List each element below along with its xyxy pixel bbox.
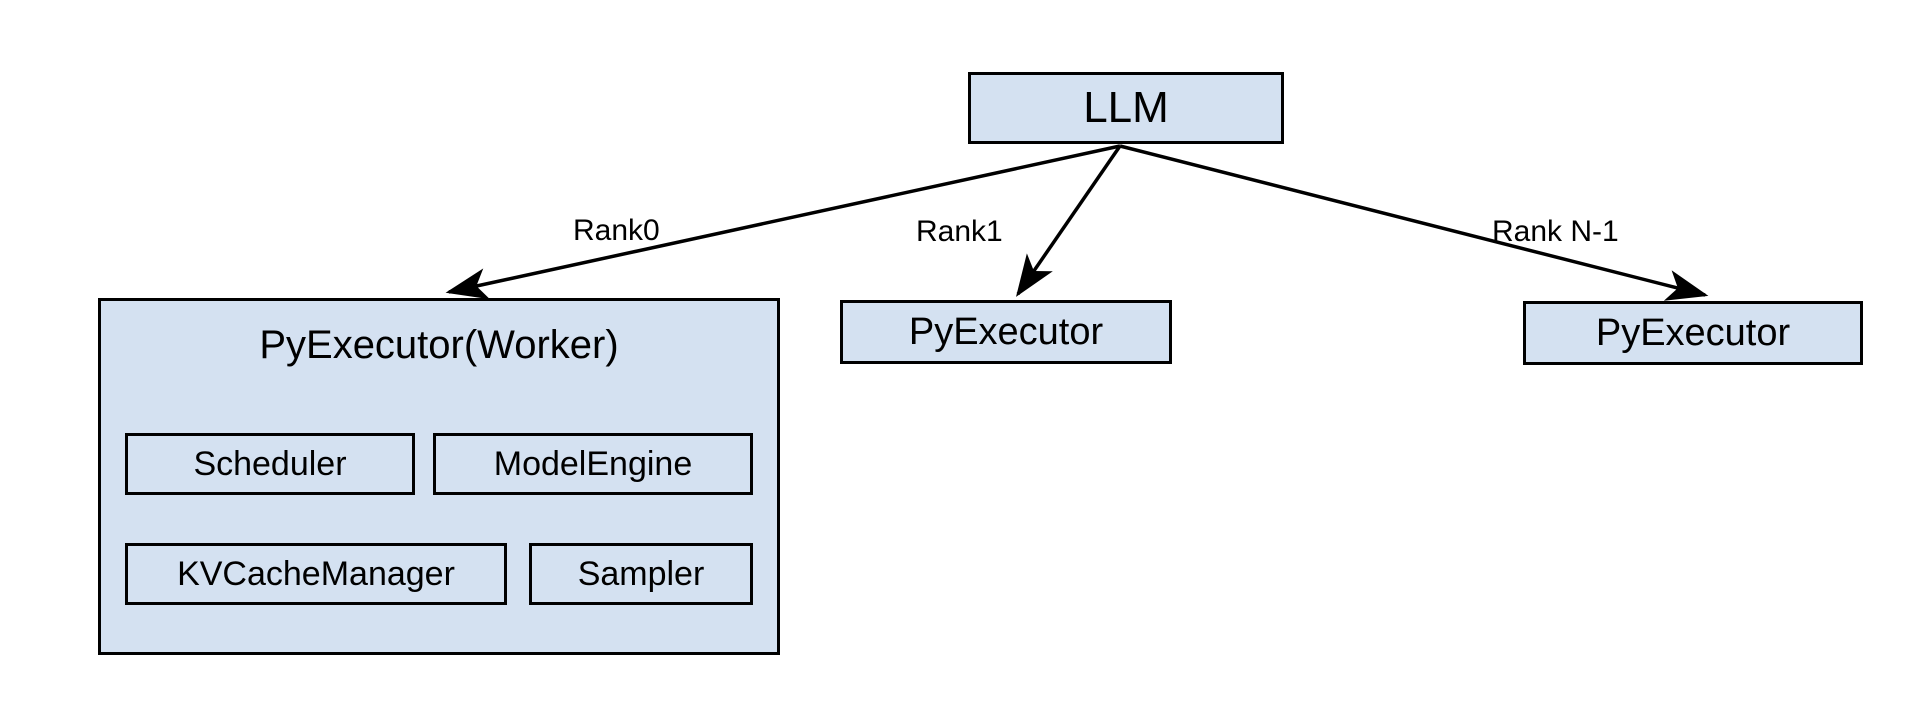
node-modelengine[interactable]: ModelEngine bbox=[433, 433, 753, 495]
node-scheduler[interactable]: Scheduler bbox=[125, 433, 415, 495]
edge-label-rank-n-1: Rank N-1 bbox=[1492, 215, 1619, 248]
edge-rank0 bbox=[445, 144, 1121, 300]
edge-rank1 bbox=[1016, 145, 1122, 297]
edge-label-rank0: Rank0 bbox=[573, 214, 660, 247]
node-kvcachemanager[interactable]: KVCacheManager bbox=[125, 543, 507, 605]
edge-label-rank1: Rank1 bbox=[916, 215, 1003, 248]
node-sampler[interactable]: Sampler bbox=[529, 543, 753, 605]
node-pyexecutor-rank-n-1[interactable]: PyExecutor bbox=[1523, 301, 1863, 365]
node-llm[interactable]: LLM bbox=[968, 72, 1284, 144]
node-pyexecutor-rank1[interactable]: PyExecutor bbox=[840, 300, 1172, 364]
node-pyexecutor-worker[interactable]: PyExecutor(Worker) Scheduler ModelEngine… bbox=[98, 298, 780, 655]
node-pyexecutor-worker-title: PyExecutor(Worker) bbox=[259, 323, 619, 367]
